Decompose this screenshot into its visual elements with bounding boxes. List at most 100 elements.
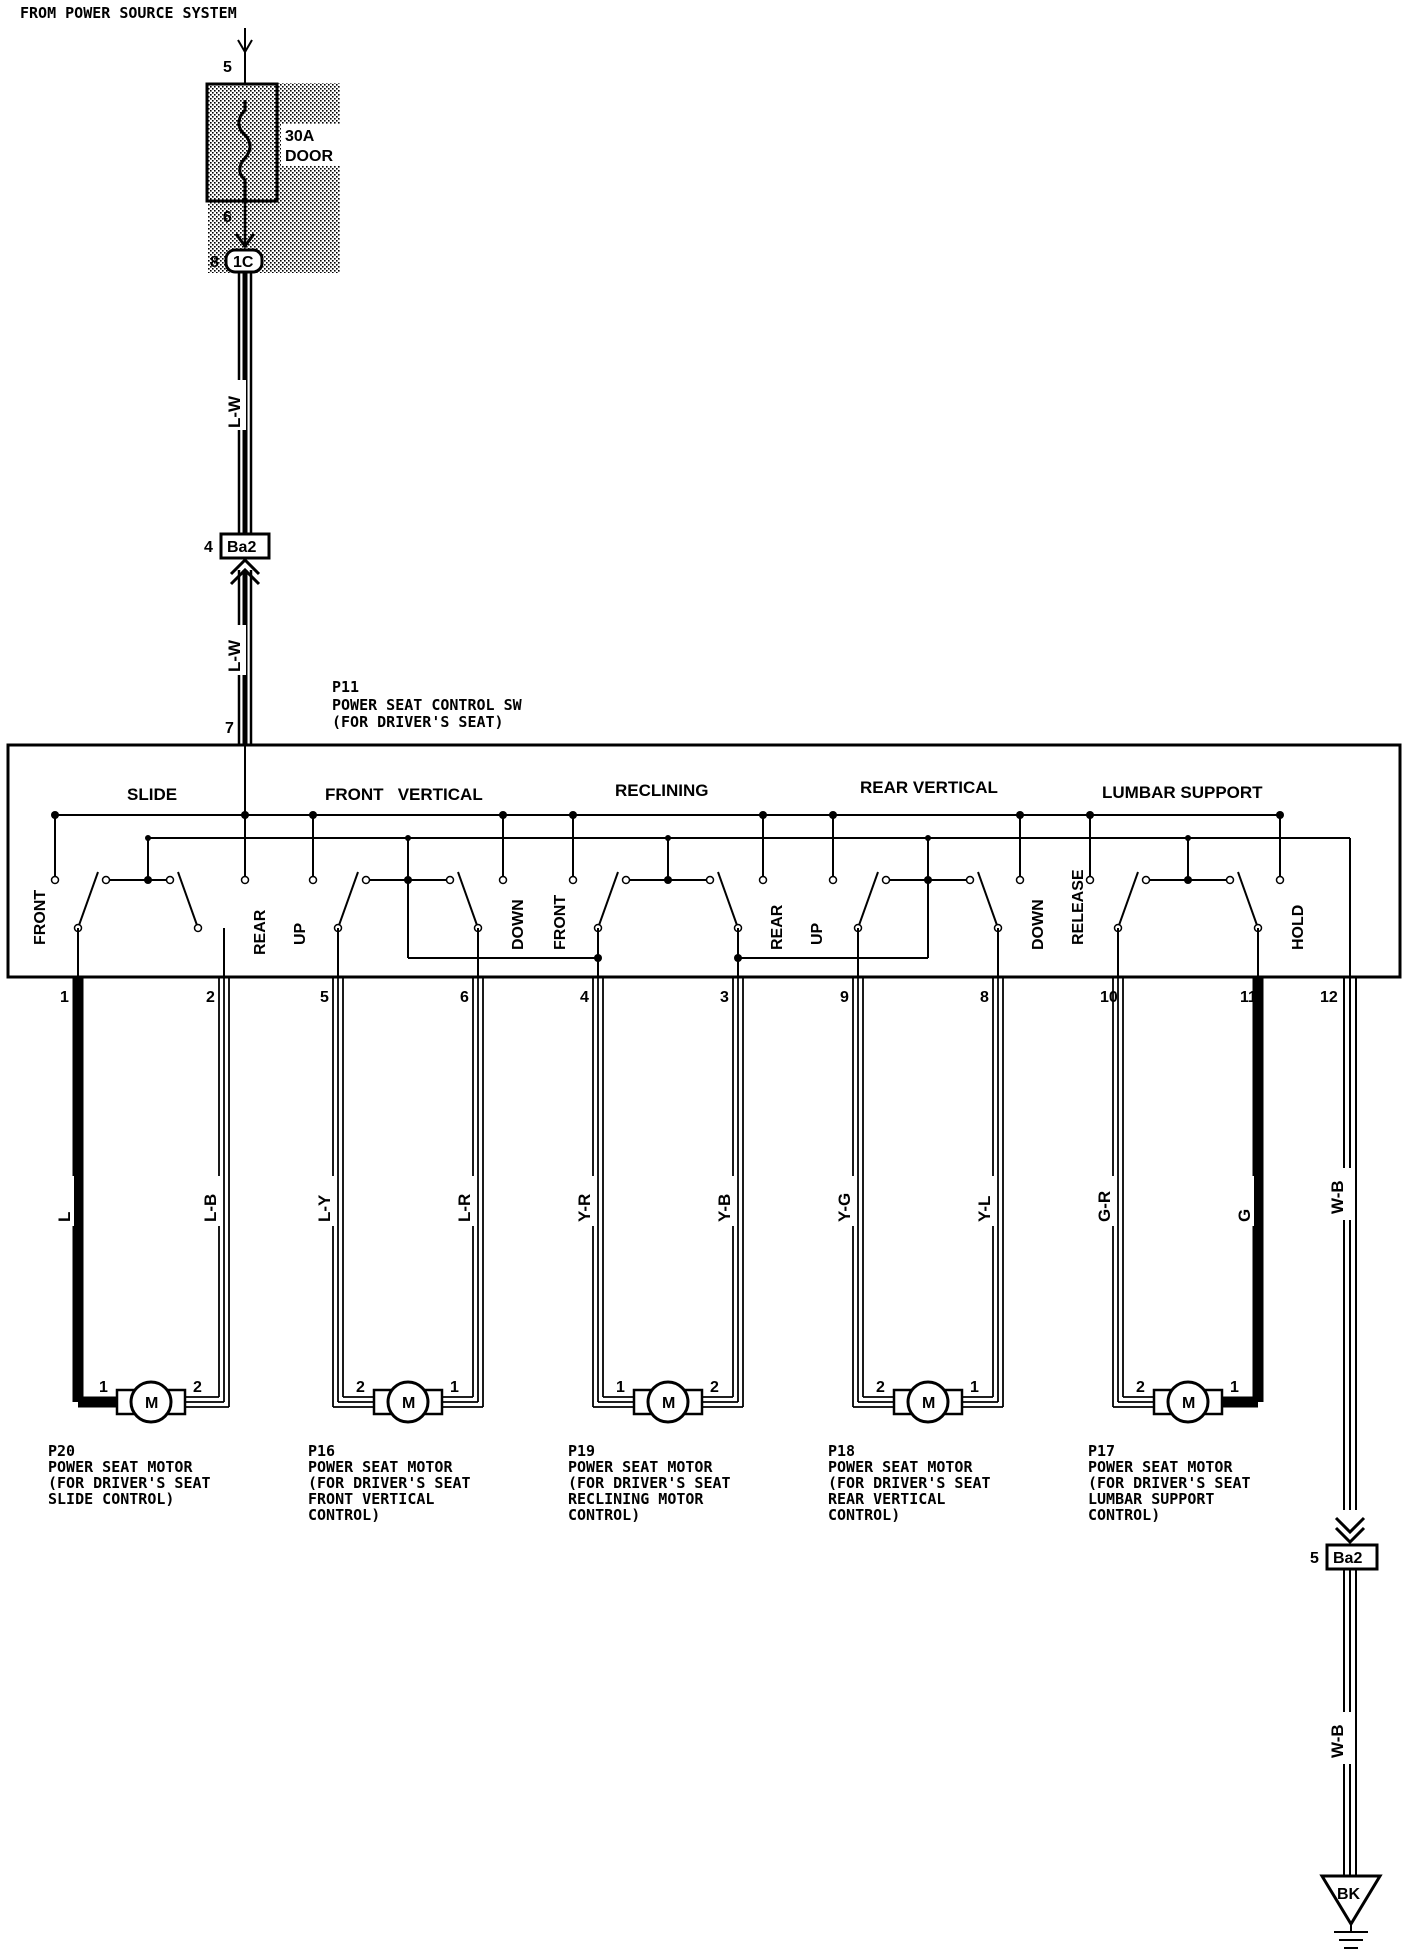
wire-color-label: L <box>55 1212 74 1222</box>
switch-blade <box>1237 871 1259 929</box>
wire-color-label: Y-L <box>975 1196 994 1222</box>
switch-pin: 11 <box>1240 989 1257 1006</box>
switch-pin: 1 <box>60 989 69 1006</box>
ground-contact <box>1141 875 1151 885</box>
ground-symbol <box>1334 1924 1368 1949</box>
supply-bus-junction <box>309 811 317 819</box>
wire-label-bg <box>52 1176 74 1226</box>
wire-color-label: G-R <box>1095 1191 1114 1222</box>
switch-pin: 10 <box>1100 989 1118 1006</box>
wire-label-bg <box>832 1176 854 1226</box>
position-front: FRONT <box>32 890 49 945</box>
switch-pin: 5 <box>320 989 329 1006</box>
position-terminal <box>568 875 578 885</box>
switch-sub: (FOR DRIVER'S SEAT) <box>332 713 504 731</box>
position-terminal <box>50 875 60 885</box>
position-terminal <box>828 875 838 885</box>
connector-1c-id: 1C <box>233 254 254 271</box>
switch-blade <box>597 871 619 929</box>
motor-letter: M <box>1182 1395 1195 1412</box>
supply-bus-junction <box>569 811 577 819</box>
wire-label-bg <box>1232 1176 1254 1226</box>
position-up-2: UP <box>809 922 826 945</box>
ground-contact <box>361 875 371 885</box>
component-name: POWER SEAT MOTOR <box>308 1458 453 1476</box>
motor-pin: 1 <box>970 1379 979 1396</box>
component-detail: CONTROL) <box>1088 1506 1160 1524</box>
component-detail: (FOR DRIVER'S SEAT <box>48 1474 211 1492</box>
position-terminal <box>1275 875 1285 885</box>
ground-contact <box>705 875 715 885</box>
pole-terminal <box>193 923 203 933</box>
section-lumbar-support: LUMBAR SUPPORT <box>1102 783 1263 802</box>
supply-bus-junction <box>1276 811 1284 819</box>
connector-ba2-bottom-id: Ba2 <box>1333 1550 1362 1567</box>
position-terminal <box>1015 875 1025 885</box>
connector-ba2-bottom <box>1325 1543 1379 1571</box>
wire-label-bg <box>312 1176 334 1226</box>
wire-label-bg <box>1092 1176 1114 1226</box>
switch-blade <box>717 871 739 929</box>
ground-point-id: BK <box>1337 1886 1361 1903</box>
section-slide: SLIDE <box>127 785 177 804</box>
motor-letter: M <box>662 1395 675 1412</box>
wire-color-label: L-R <box>455 1194 474 1222</box>
switch-blade <box>337 871 359 929</box>
position-down-2: DOWN <box>1030 899 1047 950</box>
motor-pin: 2 <box>710 1379 719 1396</box>
motor-pin: 2 <box>193 1379 202 1396</box>
ground-contact <box>965 875 975 885</box>
ground-contact <box>881 875 891 885</box>
motor-letter: M <box>145 1395 158 1412</box>
switch-blade <box>1117 871 1139 929</box>
switch-blade <box>977 871 999 929</box>
power-source-label: FROM POWER SOURCE SYSTEM <box>20 4 237 22</box>
ground-point <box>1319 1874 1383 1927</box>
component-detail: REAR VERTICAL <box>828 1490 945 1508</box>
switch-pin: 9 <box>840 989 849 1006</box>
ground-bus-junction <box>665 835 671 841</box>
ground-contact <box>1225 875 1235 885</box>
component-name: POWER SEAT MOTOR <box>568 1458 713 1476</box>
wire-color-label: G <box>1235 1209 1254 1222</box>
wire-label-ground-lower: W-B <box>1328 1724 1347 1758</box>
fuse-box <box>205 82 279 203</box>
motor-pin: 2 <box>356 1379 365 1396</box>
component-detail: SLIDE CONTROL) <box>48 1490 174 1508</box>
motor-symbol <box>129 1380 173 1424</box>
connector-ba2-top <box>219 532 271 560</box>
position-terminal <box>758 875 768 885</box>
section-front-vertical: FRONT VERTICAL <box>325 785 483 804</box>
connector-ba2-top-id: Ba2 <box>227 539 256 556</box>
wire-label-bg <box>712 1176 734 1226</box>
connector-1c-pin: 8 <box>210 254 219 271</box>
ground-contact <box>165 875 175 885</box>
component-code: P17 <box>1088 1442 1115 1460</box>
motor-pin: 2 <box>876 1379 885 1396</box>
ground-bus-junction <box>1185 835 1191 841</box>
feed-arrow <box>237 39 253 54</box>
fuse-name: DOOR <box>285 148 333 165</box>
switch-pin: 3 <box>720 989 729 1006</box>
switch-name: POWER SEAT CONTROL SW <box>332 696 523 714</box>
wire-label-supply-upper: L-W <box>225 395 244 428</box>
switch-code: P11 <box>332 678 359 696</box>
connector-ba2-top-pin: 4 <box>204 539 213 556</box>
position-rear-2: REAR <box>769 904 786 950</box>
component-detail: (FOR DRIVER'S SEAT <box>568 1474 731 1492</box>
wire-label-ground-upper: W-B <box>1328 1180 1347 1214</box>
supply-bus-junction <box>499 811 507 819</box>
ground-contact <box>101 875 111 885</box>
motor-pin: 1 <box>99 1379 108 1396</box>
component-name: POWER SEAT MOTOR <box>828 1458 973 1476</box>
ground-bus-junction <box>145 835 151 841</box>
wire-label-bg <box>972 1176 994 1226</box>
position-down: DOWN <box>510 899 527 950</box>
switch-input-pin: 7 <box>225 720 234 737</box>
